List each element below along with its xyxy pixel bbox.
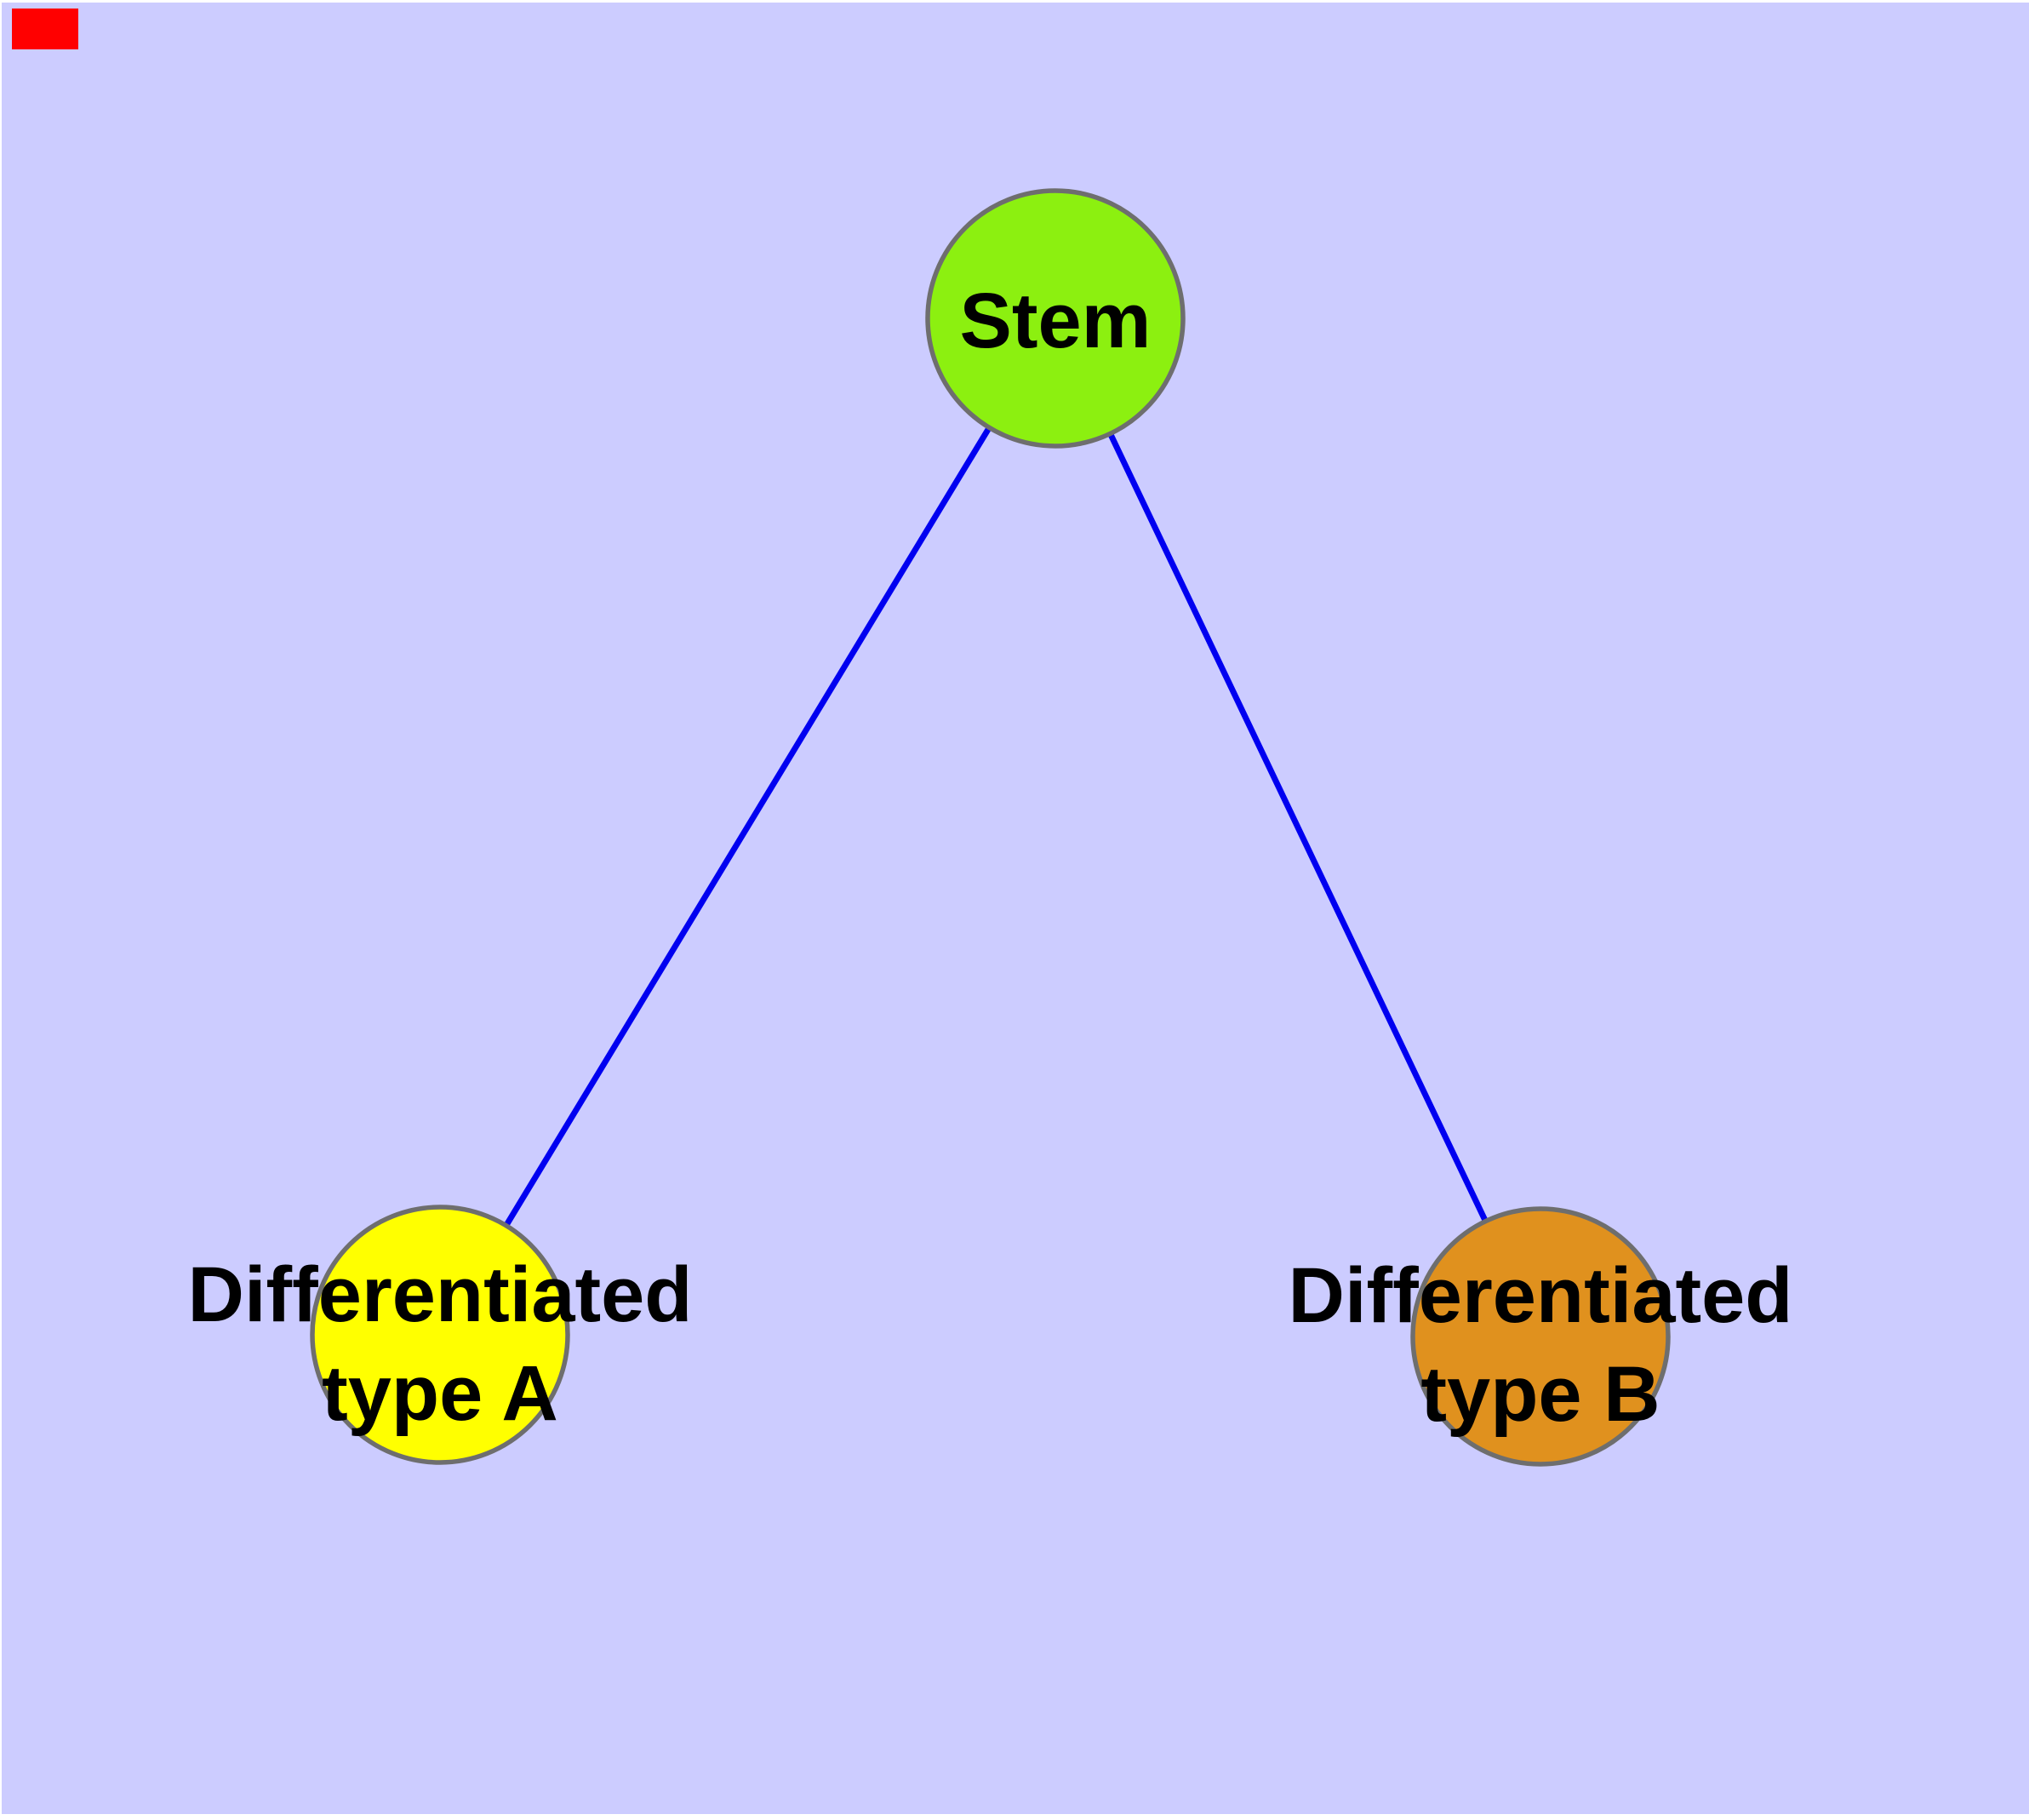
node-label-type-b-line-1: Differentiated [1289, 1252, 1793, 1339]
node-stem [925, 188, 1186, 449]
edge-stem-to-type-a [437, 317, 1058, 1336]
node-differentiated-type-b [1410, 1206, 1671, 1467]
node-label-stem: Stem [960, 278, 1152, 364]
cursor-marker [12, 9, 78, 49]
edge-stem-to-type-b [1052, 317, 1544, 1338]
node-label-type-b-line-2: type B [1420, 1351, 1660, 1438]
node-label-type-a-line-1: Differentiated [188, 1251, 693, 1338]
node-differentiated-type-a [310, 1205, 570, 1465]
node-label-type-a-line-2: type A [322, 1350, 558, 1437]
